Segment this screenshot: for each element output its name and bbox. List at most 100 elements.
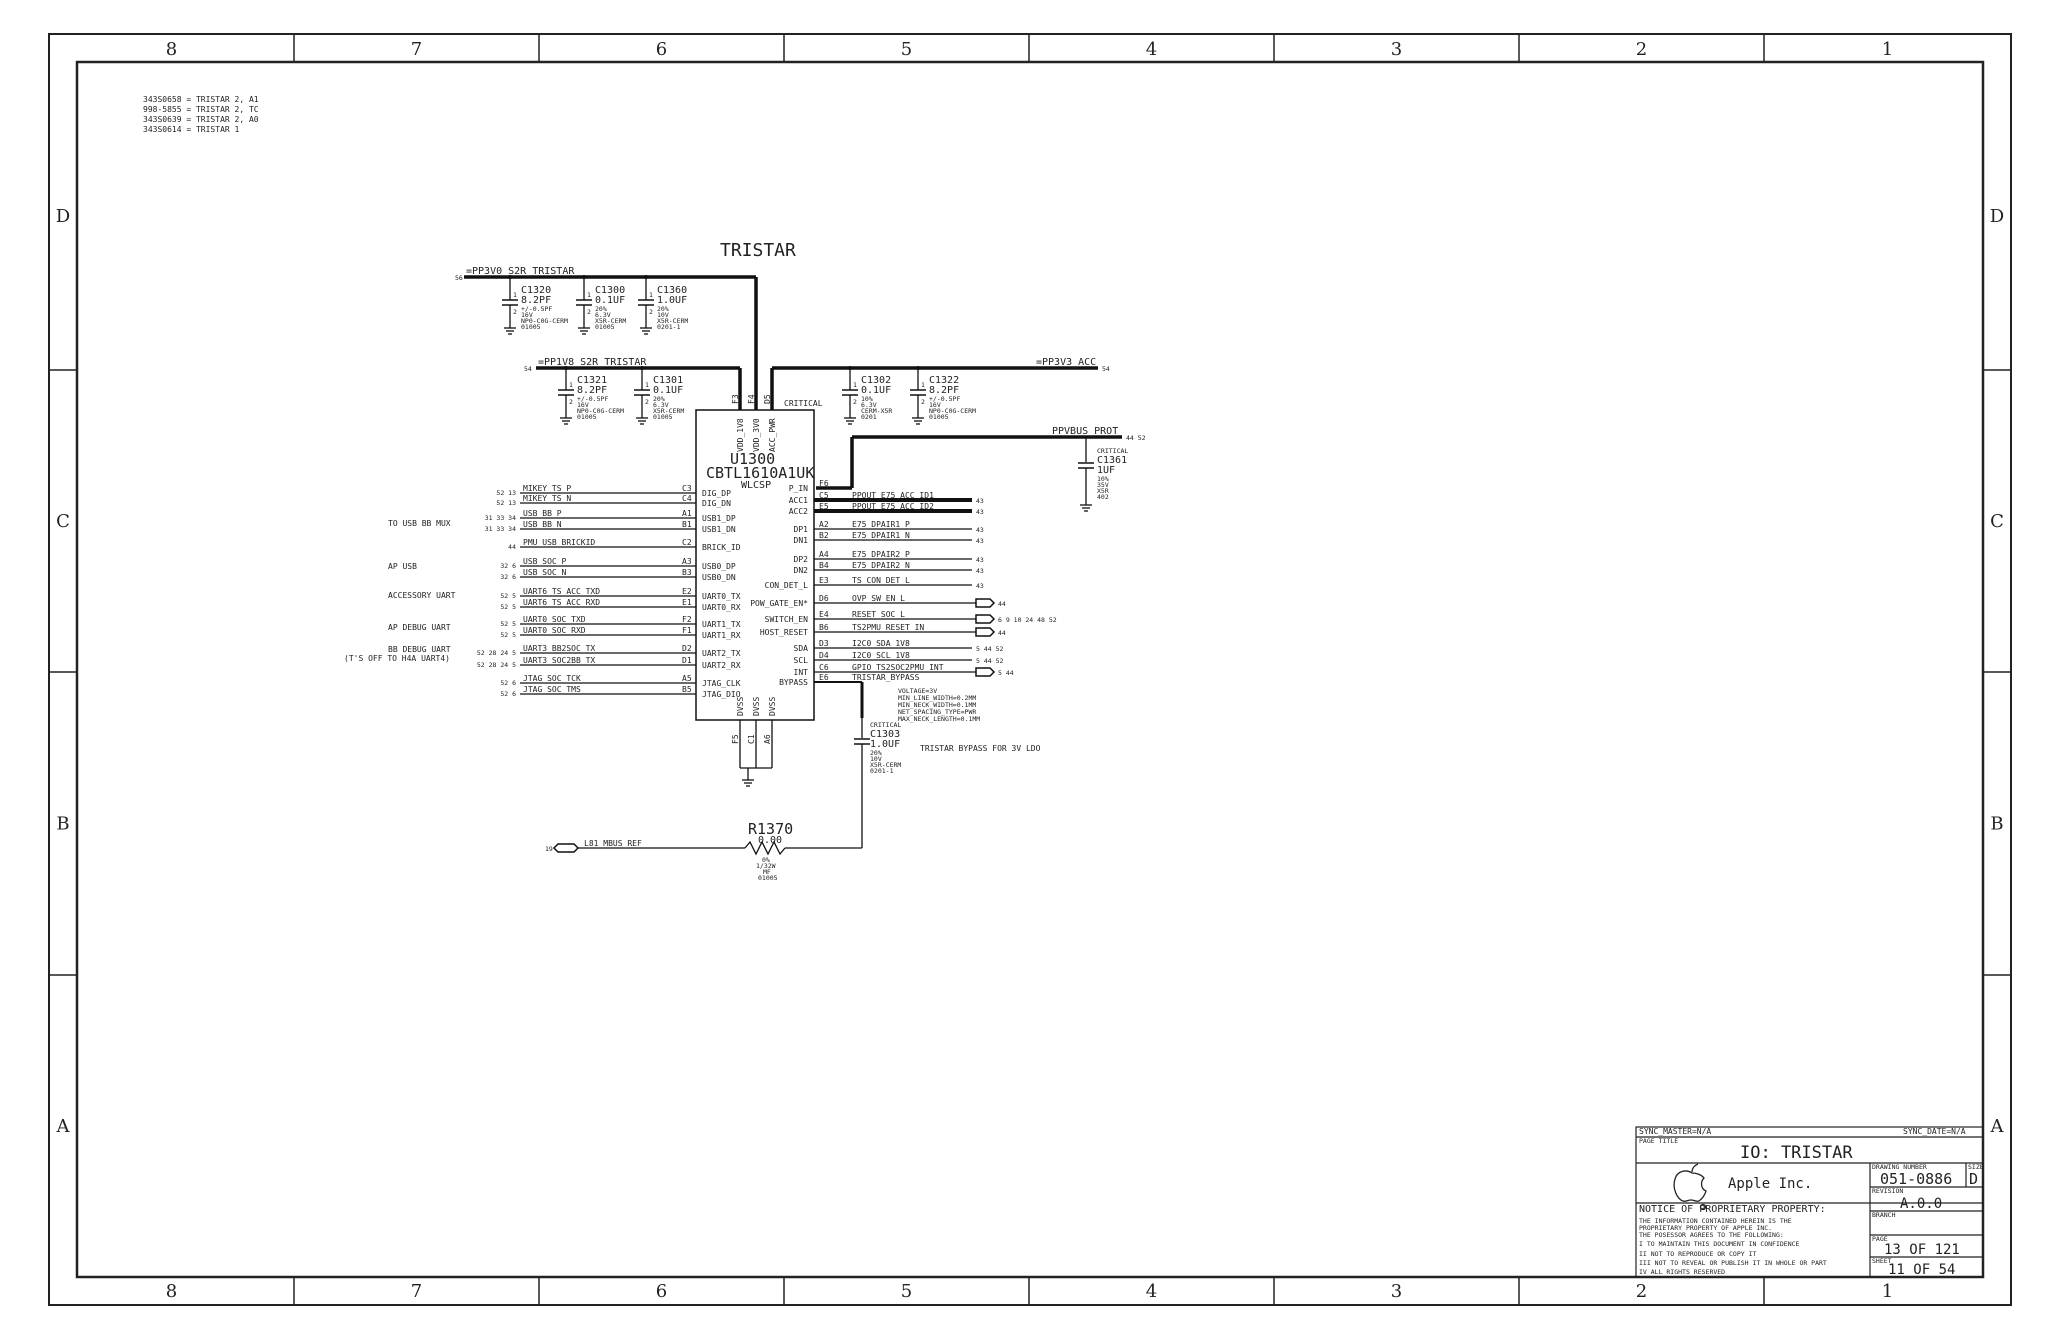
grid-column-label: 7 [411, 1281, 422, 1302]
net-port [975, 667, 996, 677]
cap-spec: X5R-CERM [870, 761, 901, 769]
page-label: PAGE [1872, 1235, 1888, 1243]
cap-value: 0.1UF [861, 385, 891, 396]
page-heading: TRISTAR [720, 240, 796, 261]
pin-number: A4 [819, 550, 829, 559]
page-ref: 32 6 [500, 562, 516, 570]
grid-column-label: 4 [1146, 1281, 1157, 1302]
net-label: UART3_BB2SOC_TX [523, 644, 595, 653]
cap-spec: 20% [595, 305, 607, 313]
cap-spec: 20% [870, 749, 882, 757]
chip-top-pin-number: F4 [747, 394, 756, 404]
notice-line: THE INFORMATION CONTAINED HEREIN IS THE [1639, 1217, 1792, 1225]
pin-name: DN2 [794, 566, 809, 575]
pin-number: D1 [682, 656, 692, 665]
cap-spec: 01005 [577, 413, 597, 421]
part-note: 998-5855 = TRISTAR 2, TC [143, 105, 259, 114]
grid-column-label: 1 [1882, 39, 1893, 60]
pin-number: D3 [819, 639, 829, 648]
cap-critical: CRITICAL [870, 721, 901, 729]
net-label: PPOUT_E75_ACC_ID1 [852, 491, 934, 500]
cap-spec: X5R-CERM [657, 317, 688, 325]
chip-ref: U1300 [730, 450, 775, 468]
sync-master: SYNC_MASTER=N/A [1639, 1127, 1711, 1136]
pin-number: F2 [682, 615, 692, 624]
chip-bottom-pin-name: DVSS [768, 697, 777, 716]
cap-ref: C1322 [929, 375, 959, 386]
pin-number: E3 [819, 576, 829, 585]
page-ref: 52 28 24 5 [477, 649, 516, 657]
net-port [975, 627, 996, 637]
company-name: Apple Inc. [1728, 1176, 1812, 1192]
chip-bottom-pin-number: A6 [763, 734, 772, 744]
resistor-ref: R1370 [748, 820, 793, 838]
part-note: 343S0614 = TRISTAR 1 [143, 125, 240, 134]
grid-row-label: B [56, 814, 69, 835]
pin-name: DIG_DN [702, 499, 731, 508]
pin-name: DN1 [794, 536, 809, 545]
cap-value: 8.2PF [929, 385, 959, 396]
cap-spec: 6.3V [861, 401, 877, 409]
pin-name: UART0_RX [702, 603, 741, 612]
cap-value: 8.2PF [577, 385, 607, 396]
cap-pin-number: 1 [569, 381, 573, 389]
cap-spec: NP0-C0G-CERM [577, 407, 624, 415]
power-rails [464, 275, 1122, 490]
resistor-r1370 [552, 840, 805, 856]
net-label: USB_SOC_P [523, 557, 567, 566]
net-port [975, 598, 996, 608]
resistor-spec: MF [763, 868, 771, 876]
cap-spec: 10V [657, 311, 669, 319]
net-port [975, 614, 996, 624]
notice-line: IV ALL RIGHTS RESERVED [1639, 1268, 1725, 1276]
cap-ref: C1300 [595, 285, 625, 296]
cap-pin-number: 2 [921, 398, 925, 406]
mbus-port [552, 843, 580, 853]
chip-u1300: U1300 CBTL1610A1UK WLCSP CRITICAL VDD_1V… [695, 394, 823, 787]
group-label: (T'S OFF TO H4A UART4) [344, 654, 450, 663]
notice-line: THE POSESSOR AGREES TO THE FOLLOWING: [1639, 1231, 1784, 1239]
pin-number: E6 [819, 673, 829, 682]
cap-pin-number: 1 [853, 381, 857, 389]
page-ref: 52 13 [496, 499, 516, 507]
cap-pin-number: 2 [513, 308, 517, 316]
page-ref: 52 5 [500, 620, 516, 628]
chip-ground [739, 720, 773, 787]
cap-ref: C1321 [577, 375, 607, 386]
cap-spec: NP0-C0G-CERM [521, 317, 568, 325]
cap-ref: C1302 [861, 375, 891, 386]
pin-number: B5 [682, 685, 692, 694]
page-ref: 44 [998, 600, 1006, 608]
net-label: PPOUT_E75_ACC_ID2 [852, 502, 934, 511]
page-ref: 5 44 52 [976, 645, 1003, 653]
grid-column-label: 4 [1146, 39, 1157, 60]
pin-number: A3 [682, 557, 692, 566]
pin-name: UART0_TX [702, 592, 741, 601]
net-label: E75_DPAIR1_P [852, 520, 910, 529]
constraint-note: MIN_LINE_WIDTH=0.2MM [898, 694, 976, 702]
pin-name: SWITCH_EN [765, 615, 809, 624]
page-ref: 52 28 24 5 [477, 661, 516, 669]
size-label: SIZE [1968, 1163, 1984, 1171]
sheet-label: SHEET [1872, 1257, 1892, 1265]
cap-pin-number: 2 [649, 308, 653, 316]
grid-column-label: 7 [411, 39, 422, 60]
notice-line: III NOT TO REVEAL OR PUBLISH IT IN WHOLE… [1639, 1259, 1827, 1267]
pin-name: UART2_TX [702, 649, 741, 658]
pin-name: BRICK_ID [702, 543, 741, 552]
net-label: E75_DPAIR2_N [852, 561, 910, 570]
cap-ref: C1360 [657, 285, 687, 296]
net-label: UART3_SOC2BB_TX [523, 656, 595, 665]
cap-spec: 01005 [929, 413, 949, 421]
chip-top-pin-number: D5 [763, 394, 772, 404]
sheet-title: IO: TRISTAR [1740, 1143, 1853, 1163]
page-ref: 32 6 [500, 573, 516, 581]
cap-pin-number: 1 [645, 381, 649, 389]
grid-row-label: A [1990, 1116, 2005, 1137]
net-label: USB_BB_N [523, 520, 562, 529]
rail-ref: 44 52 [1126, 434, 1146, 442]
junction-dot [916, 366, 920, 370]
